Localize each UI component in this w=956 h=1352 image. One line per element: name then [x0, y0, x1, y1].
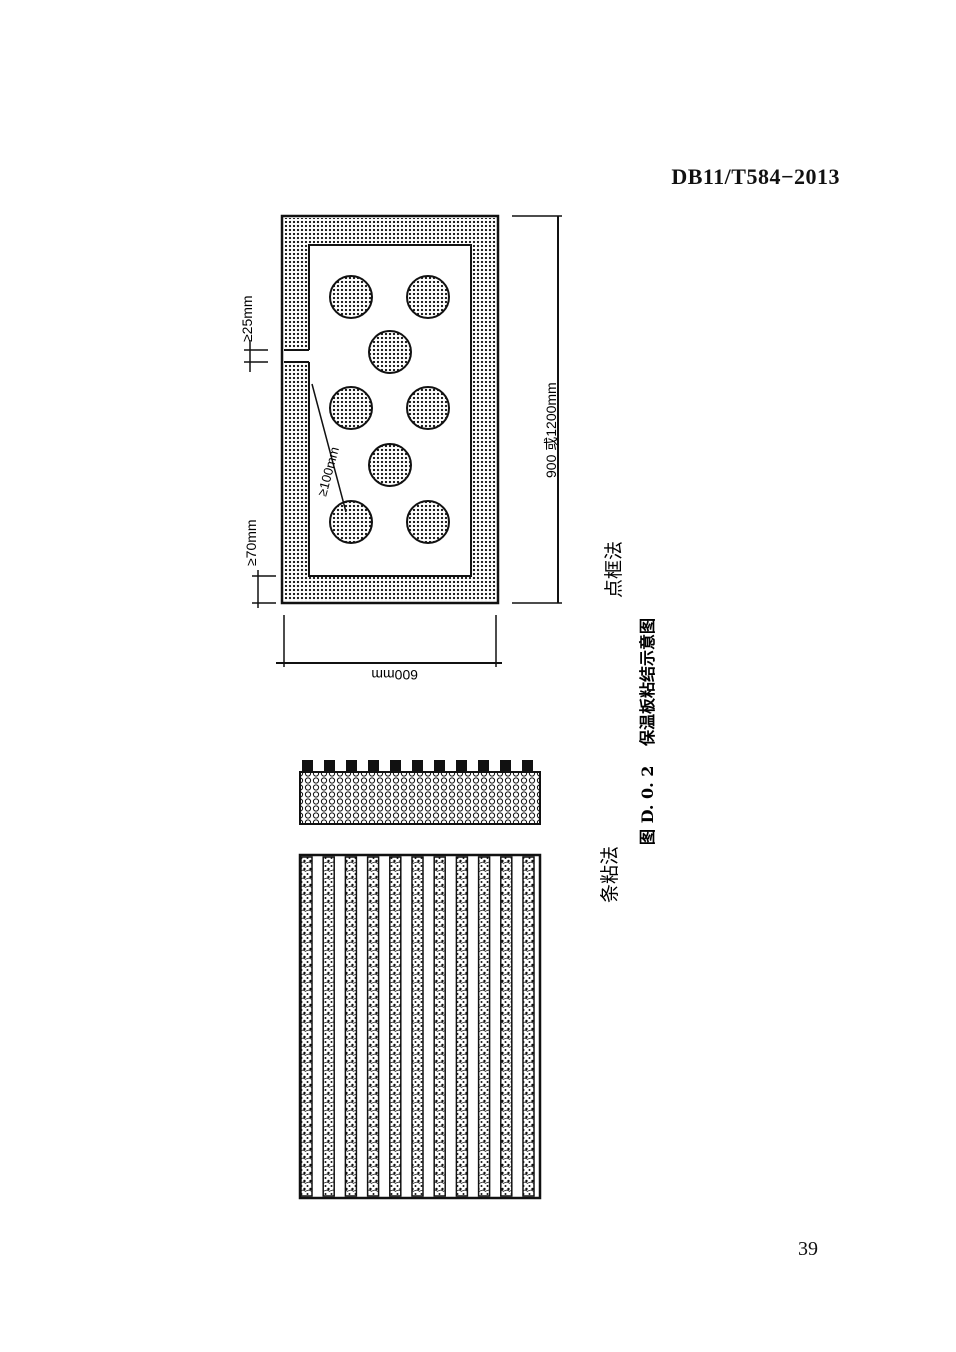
point-frame-diagram: ≥100mm 900 或1200mm 600mm ≥70mm ≥25mm: [239, 214, 562, 683]
adhesive-ridge: [368, 760, 379, 773]
adhesive-strip: [455, 856, 469, 1197]
dim-dot-label: ≥100mm: [314, 445, 342, 498]
adhesive-dot: [329, 386, 373, 430]
adhesive-strip: [389, 856, 402, 1197]
section-board: [299, 771, 541, 825]
dim-gap-label: ≥25mm: [239, 295, 255, 342]
adhesive-dot: [406, 386, 450, 430]
adhesive-strip: [522, 856, 535, 1197]
adhesive-strip: [344, 856, 358, 1197]
board-outline: [280, 214, 500, 605]
adhesive-dot: [406, 500, 450, 544]
frame-strip-top: [284, 218, 496, 245]
adhesive-ridge: [412, 760, 423, 773]
adhesive-strip: [500, 856, 513, 1197]
frame-strip-right: [471, 218, 496, 601]
adhesive-strip: [433, 856, 446, 1197]
dim-edge-label: ≥70mm: [243, 519, 259, 566]
adhesive-ridge: [522, 760, 533, 773]
adhesive-ridge: [500, 760, 511, 773]
adhesive-ridge: [456, 760, 467, 773]
adhesive-dot: [406, 275, 450, 319]
figure-caption-title: 保温板粘结示意图: [638, 618, 657, 747]
figure-caption-number: 图 D. 0. 2: [638, 766, 657, 845]
page-number: 39: [798, 1238, 818, 1260]
frame-strip-left-lower: [284, 362, 309, 601]
adhesive-dot: [368, 330, 412, 374]
point-frame-label: 点框法: [603, 541, 625, 598]
dot-leader-line: [311, 383, 347, 513]
frame-inner-outline: [308, 244, 472, 577]
strip-section-view: [299, 760, 541, 825]
section-teeth: [302, 760, 533, 773]
adhesive-ridge: [324, 760, 335, 773]
frame-strip-left-upper: [284, 218, 309, 350]
adhesive-dot: [368, 443, 412, 487]
adhesive-ridge: [390, 760, 401, 773]
adhesive-strip: [366, 856, 380, 1197]
adhesive-ridge: [346, 760, 357, 773]
dim-height-label: 900 或1200mm: [543, 382, 559, 478]
frame-strip-bottom: [284, 576, 496, 601]
adhesive-strip: [322, 856, 335, 1197]
adhesive-ridge: [434, 760, 445, 773]
dim-width-label: 600mm: [371, 667, 418, 683]
strip-label: 条粘法: [599, 846, 621, 903]
adhesive-strip: [300, 856, 313, 1197]
adhesive-dot: [329, 275, 373, 319]
adhesive-strip: [411, 856, 424, 1197]
adhesive-dot: [329, 500, 373, 544]
adhesive-strip: [477, 856, 491, 1197]
adhesive-ridge: [478, 760, 489, 773]
strip-plan-view: [298, 853, 542, 1200]
document-code: DB11/T584−2013: [671, 164, 840, 189]
adhesive-ridge: [302, 760, 313, 773]
